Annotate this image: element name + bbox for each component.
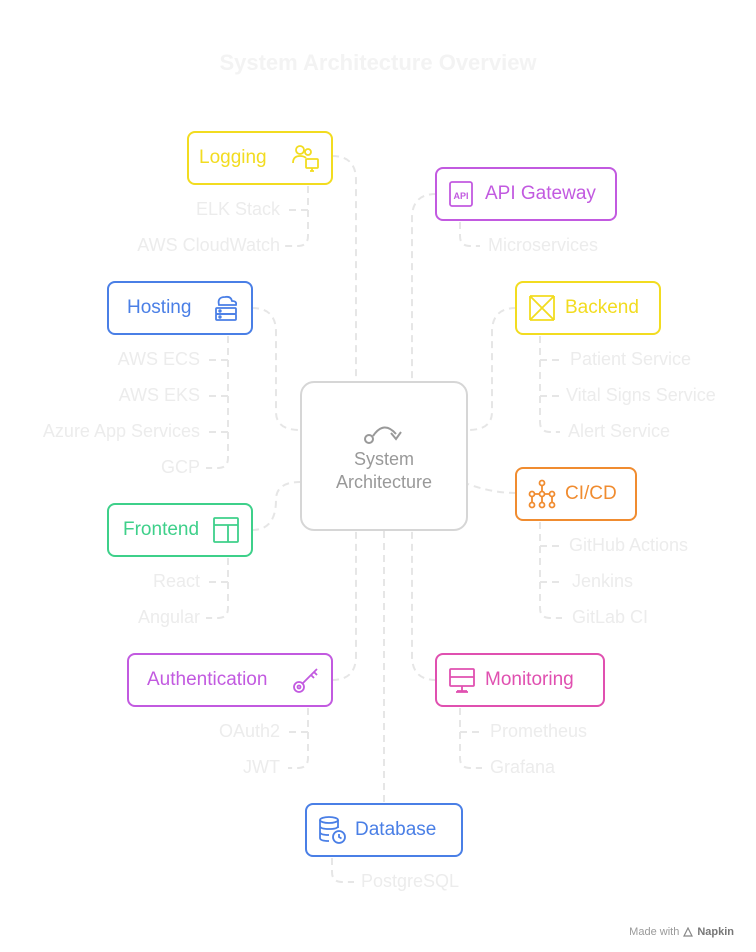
backend-item-1: Patient Service bbox=[570, 349, 692, 369]
hosting-item-1: AWS ECS bbox=[117, 349, 200, 369]
monitor-icon bbox=[449, 668, 475, 693]
node-cicd-label: CI/CD bbox=[565, 483, 617, 504]
node-database: Database bbox=[305, 803, 463, 857]
node-backend: Backend bbox=[515, 281, 661, 335]
hosting-item-3: Azure App Services bbox=[42, 421, 200, 441]
layout-icon bbox=[213, 517, 239, 543]
node-frontend: Frontend bbox=[107, 503, 253, 557]
monitoring-item-1: Prometheus bbox=[490, 721, 588, 741]
node-frontend-label: Frontend bbox=[123, 519, 200, 540]
logging-item-1: ELK Stack bbox=[195, 199, 280, 219]
diagram-title: System Architecture Overview bbox=[219, 50, 537, 75]
node-cicd: CI/CD bbox=[515, 467, 637, 521]
center-node: System Architecture bbox=[300, 381, 468, 531]
hosting-item-2: AWS EKS bbox=[118, 385, 200, 405]
users-monitor-icon bbox=[292, 145, 319, 172]
cicd-item-2: Jenkins bbox=[572, 571, 634, 591]
footer-made-with: Made with bbox=[629, 926, 680, 938]
node-hosting: Hosting bbox=[107, 281, 253, 335]
node-monitoring: Monitoring bbox=[435, 653, 605, 707]
node-api-gateway: API API Gateway bbox=[435, 167, 617, 221]
node-authentication-label: Authentication bbox=[147, 669, 268, 690]
cicd-item-3: GitLab CI bbox=[572, 607, 649, 627]
svg-text:API: API bbox=[453, 191, 468, 201]
server-cloud-icon bbox=[215, 295, 238, 321]
node-authentication: Authentication bbox=[127, 653, 333, 707]
frontend-item-2: Angular bbox=[137, 607, 200, 627]
hosting-item-4: GCP bbox=[160, 457, 200, 477]
refresh-arrow-icon bbox=[364, 426, 402, 444]
bowtie-icon bbox=[529, 295, 555, 321]
monitoring-item-2: Grafana bbox=[490, 757, 556, 777]
napkin-logo-icon bbox=[683, 927, 694, 937]
footer-brand: Napkin bbox=[697, 926, 734, 938]
center-line-2: Architecture bbox=[335, 472, 433, 492]
footer-watermark: Made with Napkin bbox=[629, 926, 734, 938]
frontend-item-1: React bbox=[152, 571, 200, 591]
database-item-1: PostgreSQL bbox=[361, 871, 460, 891]
api-item-1: Microservices bbox=[488, 235, 599, 255]
node-logging: Logging bbox=[187, 131, 333, 185]
backend-item-3: Alert Service bbox=[568, 421, 671, 441]
auth-item-2: JWT bbox=[243, 757, 280, 777]
node-logging-label: Logging bbox=[199, 147, 267, 168]
node-api-gateway-label: API Gateway bbox=[485, 183, 596, 204]
api-icon: API bbox=[449, 181, 473, 207]
node-monitoring-label: Monitoring bbox=[485, 669, 574, 690]
backend-item-2: Vital Signs Service bbox=[566, 385, 716, 405]
database-clock-icon bbox=[319, 816, 346, 844]
auth-item-1: OAuth2 bbox=[218, 721, 280, 741]
node-hosting-label: Hosting bbox=[127, 297, 192, 318]
node-backend-label: Backend bbox=[565, 297, 639, 318]
node-database-label: Database bbox=[355, 819, 437, 840]
key-icon bbox=[293, 668, 318, 693]
logging-item-2: AWS CloudWatch bbox=[137, 235, 280, 255]
pipeline-icon bbox=[528, 479, 556, 509]
center-line-1: System bbox=[353, 449, 414, 469]
cicd-item-1: GitHub Actions bbox=[569, 535, 689, 555]
